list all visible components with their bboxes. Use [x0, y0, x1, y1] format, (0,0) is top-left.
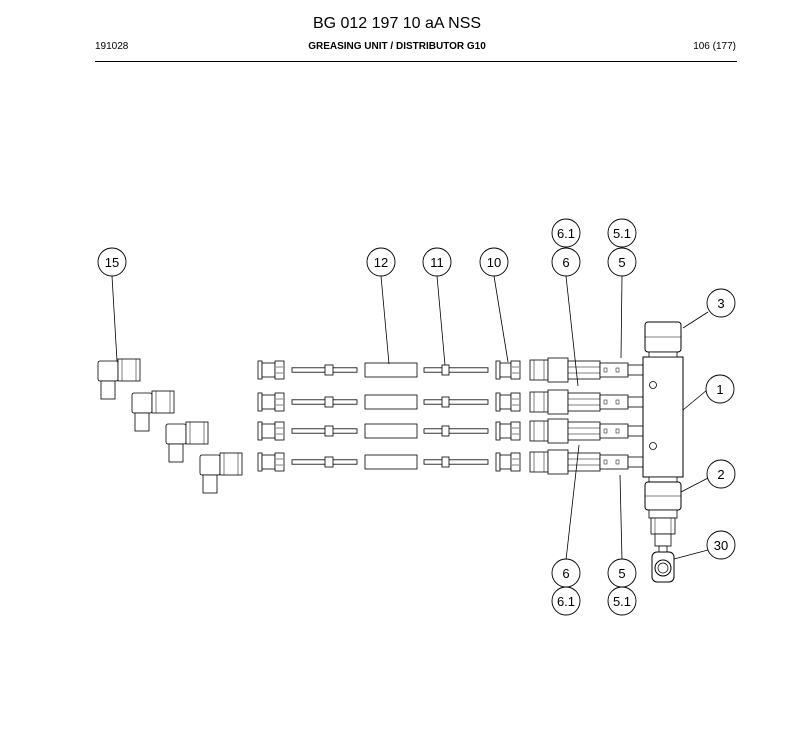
svg-text:5.1: 5.1	[613, 594, 631, 609]
callout-1: 1	[705, 374, 735, 404]
svg-text:5: 5	[618, 566, 625, 581]
bottom-fitting	[644, 476, 682, 535]
callout-5-top: 5	[607, 247, 637, 277]
svg-text:5.1: 5.1	[613, 226, 631, 241]
callout-6-1-top: 6.1	[551, 218, 581, 248]
svg-text:15: 15	[105, 255, 119, 270]
callout-6-bottom: 6	[551, 558, 581, 588]
page-number: 106 (177)	[693, 41, 736, 52]
line-row-2	[257, 389, 645, 415]
callout-10: 10	[479, 247, 509, 277]
callout-5-1-top: 5.1	[607, 218, 637, 248]
elbow-fitting-4	[199, 452, 243, 494]
svg-text:6: 6	[562, 255, 569, 270]
svg-text:6.1: 6.1	[557, 226, 575, 241]
distributor-block	[642, 356, 684, 478]
svg-text:11: 11	[430, 255, 444, 270]
line-row-4	[257, 449, 645, 475]
callout-15: 15	[97, 247, 127, 277]
svg-text:2: 2	[717, 467, 724, 482]
svg-text:6.1: 6.1	[557, 594, 575, 609]
header-rule	[95, 61, 737, 62]
svg-text:30: 30	[714, 538, 728, 553]
document-title: BG 012 197 10 aA NSS	[312, 15, 482, 32]
callout-3: 3	[706, 288, 736, 318]
svg-text:3: 3	[717, 296, 724, 311]
callout-6-top: 6	[551, 247, 581, 277]
top-fitting	[644, 321, 682, 358]
svg-text:6: 6	[562, 566, 569, 581]
svg-text:5: 5	[618, 255, 625, 270]
leader-lines	[111, 275, 709, 561]
callout-30: 30	[706, 530, 736, 560]
callout-2: 2	[706, 459, 736, 489]
callout-11: 11	[422, 247, 452, 277]
svg-text:12: 12	[374, 255, 388, 270]
callout-5-1-bottom: 5.1	[607, 586, 637, 616]
svg-text:10: 10	[487, 255, 501, 270]
callout-5-bottom: 5	[607, 558, 637, 588]
doc-code: 191028	[95, 41, 129, 52]
callout-6-1-bottom: 6.1	[551, 586, 581, 616]
line-row-1	[257, 357, 645, 383]
grease-nipple	[651, 533, 675, 583]
section-title: GREASING UNIT / DISTRIBUTOR G10	[308, 41, 486, 52]
callout-12: 12	[366, 247, 396, 277]
line-row-3	[257, 418, 645, 444]
svg-text:1: 1	[716, 382, 723, 397]
